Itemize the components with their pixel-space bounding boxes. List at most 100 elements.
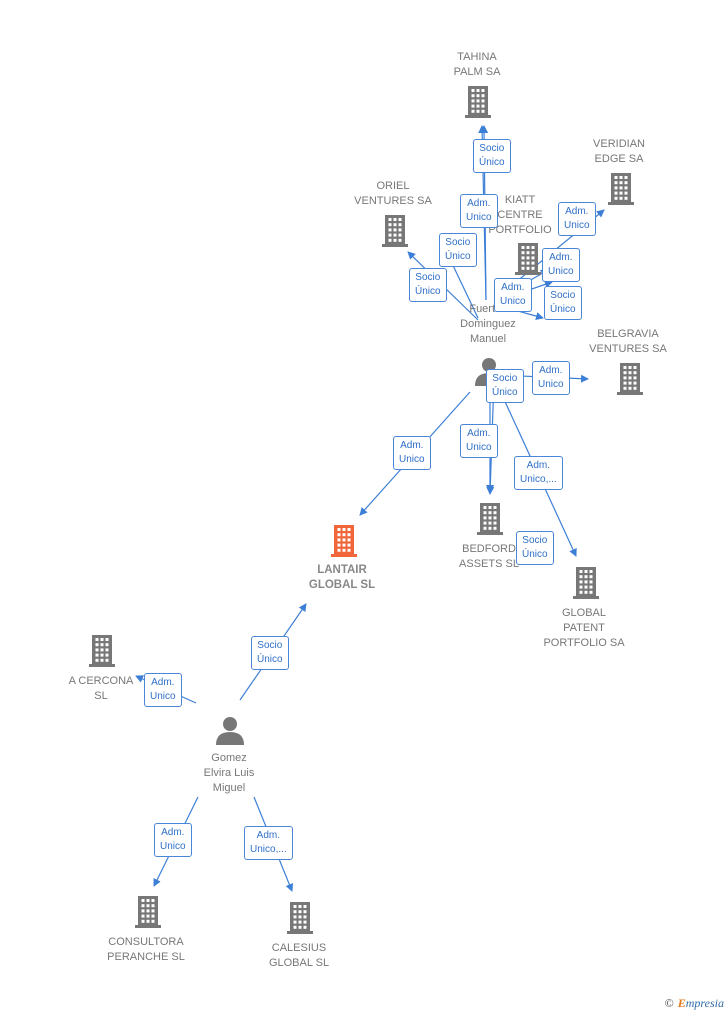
edge-label-line: Único <box>522 549 548 560</box>
node-label-line: CONSULTORA <box>108 936 184 948</box>
edge-relation-label[interactable]: Adm. Unico <box>144 673 182 707</box>
building-icon[interactable] <box>382 215 408 247</box>
node-label-line: A CERCONA <box>68 675 134 687</box>
node-label-line: PORTFOLIO <box>488 224 552 236</box>
edge-label-line: Adm. <box>501 282 525 293</box>
node-label-line: SL <box>94 690 108 702</box>
main-building-icon[interactable] <box>331 525 357 557</box>
node-label-line: GLOBAL <box>561 607 607 619</box>
building-icon[interactable] <box>287 902 313 934</box>
edge-relation-label[interactable]: Adm. Unico,... <box>244 826 293 860</box>
edge-label-line: Unico <box>538 379 564 390</box>
building-icon[interactable] <box>89 635 115 667</box>
edge-relation-label[interactable]: Adm.Unico <box>558 202 596 236</box>
edge-label-line: Unico <box>160 841 186 852</box>
building-icon[interactable] <box>477 503 503 535</box>
brand-name: mpresia <box>685 996 724 1010</box>
node-label-belgravia[interactable]: BELGRAVIA VENTURES SA <box>568 327 688 357</box>
edge-label-line: Socio <box>257 640 283 651</box>
edge-label-line: Adm. <box>161 827 185 838</box>
node-label-line: VENTURES SA <box>354 195 432 207</box>
node-label-line: KIATT <box>504 194 536 206</box>
building-icon[interactable] <box>608 173 634 205</box>
node-label-line: LANTAIR <box>317 564 367 576</box>
node-label-line: EDGE SA <box>594 153 644 165</box>
node-label-veridian[interactable]: VERIDIAN EDGE SA <box>559 137 679 167</box>
edge-label-line: Adm. <box>539 365 563 376</box>
edge-label-line: Socio <box>492 373 518 384</box>
edge-label-line: Unico <box>500 296 526 307</box>
edge-relation-label[interactable]: Adm. Unico <box>460 424 498 458</box>
edge-relation-label[interactable]: Adm.Unico <box>393 436 431 470</box>
building-icon[interactable] <box>135 896 161 928</box>
edge-label-line: Adm. <box>151 677 175 688</box>
copyright-symbol: © <box>664 996 674 1010</box>
edge-label-line: Socio <box>550 290 576 301</box>
edge-label-line: Unico <box>150 691 176 702</box>
edge-label-line: Adm. <box>526 460 551 471</box>
node-label-acercona[interactable]: A CERCONA SL <box>41 674 161 704</box>
node-label-line: TAHINA <box>457 51 497 63</box>
brand-initial: E <box>677 996 686 1010</box>
edge-relation-label[interactable]: Adm.Unico <box>542 248 580 282</box>
node-label-tahina[interactable]: TAHINA PALM SA <box>417 50 537 80</box>
edge-label-line: Socio <box>445 237 471 248</box>
node-label-line: BELGRAVIA <box>597 328 659 340</box>
node-label-oriel[interactable]: ORIEL VENTURES SA <box>333 179 453 209</box>
node-label-line: Dominguez <box>460 318 516 330</box>
node-label-line: Elvira Luis <box>203 767 255 779</box>
node-label-line: CALESIUS <box>271 942 327 954</box>
node-label-line: PORTFOLIO SA <box>543 637 625 649</box>
edge-relation-label[interactable]: Adm. Unico,... <box>514 456 563 490</box>
node-label-kiatt[interactable]: KIATT CENTRE PORTFOLIO <box>460 193 580 238</box>
node-label-lantair[interactable]: LANTAIR GLOBAL SL <box>282 563 402 593</box>
edge-label-line: Único <box>415 286 441 297</box>
node-label-line: VERIDIAN <box>593 138 645 150</box>
building-icon[interactable] <box>465 86 491 118</box>
edge-label-line: Unico,... <box>520 474 557 485</box>
node-label-line: ASSETS SL <box>459 558 519 570</box>
edge-label-line: Adm. <box>256 830 281 841</box>
edge-label-line: Adm. <box>467 428 491 439</box>
edge-label-line: Unico,... <box>250 844 287 855</box>
node-label-line: BEDFORD <box>462 543 516 555</box>
node-label-line: GLOBAL SL <box>308 579 376 591</box>
edge-label-line: Unico <box>466 212 492 223</box>
node-label-line: ORIEL <box>376 180 410 192</box>
person-icon[interactable] <box>216 717 244 745</box>
node-label-consultora[interactable]: CONSULTORA PERANCHE SL <box>86 935 206 965</box>
building-icon[interactable] <box>617 363 643 395</box>
node-label-line: PERANCHE SL <box>107 951 185 963</box>
edge-relation-label[interactable]: Adm. Unico <box>532 361 570 395</box>
building-icon[interactable] <box>573 567 599 599</box>
node-label-line: PALM SA <box>453 66 501 78</box>
edge-label-line: Único <box>479 157 505 168</box>
edge-label-line: Unico <box>564 220 590 231</box>
node-label-line: CENTRE <box>497 209 543 221</box>
edge-relation-label[interactable]: Adm.Unico <box>460 194 498 228</box>
node-label-bedford[interactable]: BEDFORD ASSETS SL <box>429 542 549 572</box>
edge-label-line: Socio <box>522 535 548 546</box>
node-label-line: VENTURES SA <box>589 343 667 355</box>
building-icon[interactable] <box>515 243 541 275</box>
node-label-line: Gomez <box>211 752 247 764</box>
node-label-line: Miguel <box>212 782 246 794</box>
edge-label-line: Único <box>445 251 471 262</box>
edge-label-line: Socio <box>415 272 441 283</box>
edge-label-line: Adm. <box>400 440 424 451</box>
edge-relation-label[interactable]: Adm. Unico <box>494 278 532 312</box>
edge-label-line: Unico <box>466 442 492 453</box>
edge-relation-label[interactable]: Adm. Unico <box>154 823 192 857</box>
edge-label-line: Socio <box>479 143 505 154</box>
